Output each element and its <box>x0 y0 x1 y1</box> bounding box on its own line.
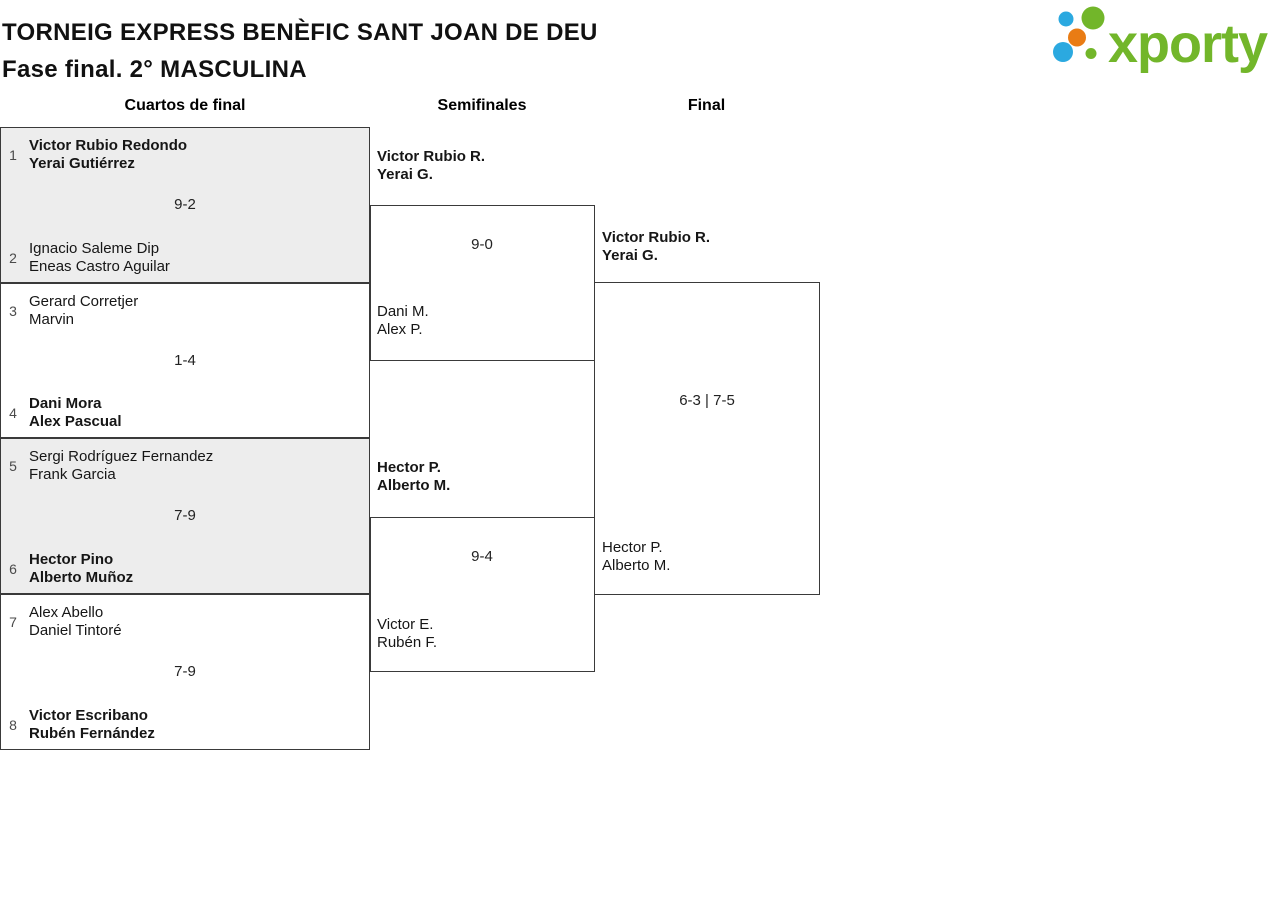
final-team-bottom: Hector P. Alberto M. <box>602 539 670 575</box>
team-names: Sergi Rodríguez Fernandez Frank Garcia <box>29 448 213 484</box>
qf2-score: 1-4 <box>174 351 196 369</box>
logo-dot-blue-large <box>1053 42 1073 62</box>
round-header-semifinals: Semifinales <box>437 97 527 114</box>
qf1-score: 9-2 <box>174 196 196 213</box>
seed-number: 4 <box>9 405 17 421</box>
quarterfinal-match-4: 7 Alex Abello Daniel Tintoré 7-9 8 Victo… <box>0 594 370 750</box>
sf2-score: 9-4 <box>471 548 493 565</box>
qf4-team-bottom: 8 Victor Escribano Rubén Fernández <box>5 707 361 743</box>
seed-number: 5 <box>9 458 17 474</box>
seed-number: 6 <box>9 561 17 577</box>
player-name: Alberto M. <box>602 557 671 574</box>
player-name: Victor E. <box>377 616 434 633</box>
qf2-team-top: 3 Gerard Corretjer Marvin <box>5 293 361 329</box>
player-name: Alex P. <box>377 321 423 338</box>
player-name: Dani M. <box>377 303 429 320</box>
sf2-team-top: Hector P. Alberto M. <box>377 459 450 495</box>
sf1-score: 9-0 <box>471 236 493 253</box>
qf1-team-top: 1 Victor Rubio Redondo Yerai Gutiérrez <box>5 137 361 173</box>
player-name: Victor Rubio R. <box>377 148 486 165</box>
player-name: Yerai G. <box>602 247 658 264</box>
quarterfinal-match-3: 5 Sergi Rodríguez Fernandez Frank Garcia… <box>0 438 370 594</box>
page-title: TORNEIG EXPRESS BENÈFIC SANT JOAN DE DEU <box>2 19 598 47</box>
player-name: Frank Garcia <box>29 466 116 483</box>
sf2-team-bottom: Victor E. Rubén F. <box>377 616 437 652</box>
quarterfinal-match-2: 3 Gerard Corretjer Marvin 1-4 4 Dani Mor… <box>0 283 370 438</box>
player-name: Sergi Rodríguez Fernandez <box>29 448 214 465</box>
player-name: Hector Pino <box>29 551 114 568</box>
qf1-team-bottom: 2 Ignacio Saleme Dip Eneas Castro Aguila… <box>5 240 361 276</box>
xporty-logo-graphic: xporty <box>1053 6 1269 74</box>
player-name: Alberto M. <box>377 477 451 494</box>
sf1-team-bottom: Dani M. Alex P. <box>377 303 429 339</box>
logo-dot-green-large <box>1081 6 1105 30</box>
player-name: Hector P. <box>602 539 663 556</box>
seed-number: 1 <box>9 147 17 163</box>
team-names: Hector Pino Alberto Muñoz <box>29 551 133 587</box>
player-name: Alberto Muñoz <box>29 569 134 586</box>
qf3-team-top: 5 Sergi Rodríguez Fernandez Frank Garcia <box>5 448 361 484</box>
xporty-logo-text: xporty <box>1108 14 1268 74</box>
player-name: Victor Rubio R. <box>602 229 711 246</box>
team-names: Ignacio Saleme Dip Eneas Castro Aguilar <box>29 240 170 276</box>
player-name: Ignacio Saleme Dip <box>29 240 160 257</box>
player-name: Hector P. <box>377 459 441 476</box>
final-box <box>594 282 820 595</box>
final-score: 6-3 | 7-5 <box>679 392 735 409</box>
sf1-team-top: Victor Rubio R. Yerai G. <box>377 148 485 184</box>
qf2-team-bottom: 4 Dani Mora Alex Pascual <box>5 395 361 431</box>
player-name: Eneas Castro Aguilar <box>29 258 170 275</box>
logo-dot-green-small <box>1085 48 1097 59</box>
round-header-final: Final <box>687 97 726 114</box>
player-name: Marvin <box>29 311 75 328</box>
seed-number: 8 <box>9 717 17 733</box>
round-header-quarterfinals: Cuartos de final <box>124 97 246 114</box>
logo-dot-blue-small <box>1058 11 1074 27</box>
player-name: Rubén F. <box>377 634 438 651</box>
player-name: Gerard Corretjer <box>29 293 139 310</box>
qf3-team-bottom: 6 Hector Pino Alberto Muñoz <box>5 551 361 587</box>
final-team-top: Victor Rubio R. Yerai G. <box>602 229 710 265</box>
seed-number: 2 <box>9 250 17 266</box>
seed-number: 7 <box>9 614 17 630</box>
player-name: Dani Mora <box>29 395 102 412</box>
xporty-logo[interactable]: xporty <box>1044 0 1276 78</box>
player-name: Yerai G. <box>377 166 433 183</box>
team-names: Dani Mora Alex Pascual <box>29 395 122 431</box>
player-name: Yerai Gutiérrez <box>29 155 135 172</box>
player-name: Alex Pascual <box>29 413 122 430</box>
qf4-team-top: 7 Alex Abello Daniel Tintoré <box>5 604 361 640</box>
player-name: Daniel Tintoré <box>29 622 122 639</box>
qf3-score: 7-9 <box>174 507 196 524</box>
player-name: Victor Escribano <box>29 707 148 724</box>
seed-number: 3 <box>9 303 17 319</box>
logo-dot-orange <box>1068 28 1086 47</box>
qf4-score: 7-9 <box>174 663 196 680</box>
player-name: Victor Rubio Redondo <box>29 137 188 154</box>
team-names: Gerard Corretjer Marvin <box>29 293 138 329</box>
page-subtitle: Fase final. 2° MASCULINA <box>2 55 307 83</box>
player-name: Rubén Fernández <box>29 725 155 742</box>
team-names: Victor Rubio Redondo Yerai Gutiérrez <box>29 137 187 173</box>
quarterfinal-match-1: 1 Victor Rubio Redondo Yerai Gutiérrez 9… <box>0 127 370 283</box>
team-names: Alex Abello Daniel Tintoré <box>29 604 122 640</box>
player-name: Alex Abello <box>29 604 104 621</box>
team-names: Victor Escribano Rubén Fernández <box>29 707 155 743</box>
